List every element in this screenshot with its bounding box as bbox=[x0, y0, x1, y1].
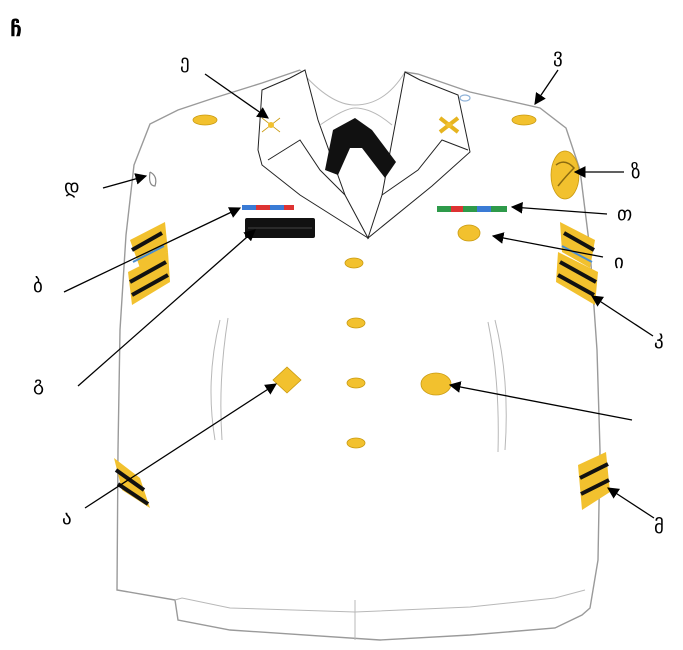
sleeve-chevrons-right bbox=[556, 222, 598, 305]
collar-insignia-left bbox=[261, 117, 281, 133]
callout-label-d: დ bbox=[64, 176, 80, 198]
callout-labels: ე ვ დ ზ თ ბ ი კ გ ა მ bbox=[33, 45, 664, 538]
cuff-stripes-left bbox=[114, 458, 150, 508]
diamond-badge bbox=[272, 366, 302, 394]
shoulder-button-right bbox=[511, 114, 537, 126]
jacket-outline bbox=[116, 69, 601, 641]
callout-label-m: მ bbox=[654, 516, 664, 538]
ribbon-bar-right bbox=[437, 206, 507, 212]
front-buttons bbox=[344, 257, 366, 449]
callout-label-a: ა bbox=[62, 507, 72, 529]
callout-label-t: თ bbox=[617, 203, 632, 225]
ribbon-bar-left bbox=[242, 205, 294, 210]
sleeve-patch bbox=[550, 150, 580, 200]
callout-label-b: ბ bbox=[33, 275, 43, 297]
leader-lines bbox=[63, 69, 655, 519]
callout-label-e: ე bbox=[180, 51, 190, 73]
shoulder-button-left bbox=[192, 114, 218, 126]
pocket-badge-right bbox=[457, 224, 481, 242]
collar-insignia-right bbox=[438, 116, 460, 134]
lanyard-loop bbox=[148, 171, 157, 187]
sleeve-chevrons-left bbox=[128, 222, 170, 305]
cuff-stripes-right bbox=[578, 452, 610, 510]
round-badge-right bbox=[420, 372, 452, 396]
callout-label-z: ზ bbox=[631, 161, 641, 183]
epaulette-mark-right bbox=[459, 94, 471, 102]
callout-label-i: ი bbox=[614, 251, 624, 273]
callout-label-g: გ bbox=[33, 373, 44, 395]
callout-label-v: ვ bbox=[553, 45, 563, 67]
collar bbox=[257, 69, 471, 240]
corner-label: ჩ bbox=[10, 17, 22, 41]
tie-knot bbox=[325, 118, 396, 178]
callout-label-k: კ bbox=[654, 327, 664, 349]
